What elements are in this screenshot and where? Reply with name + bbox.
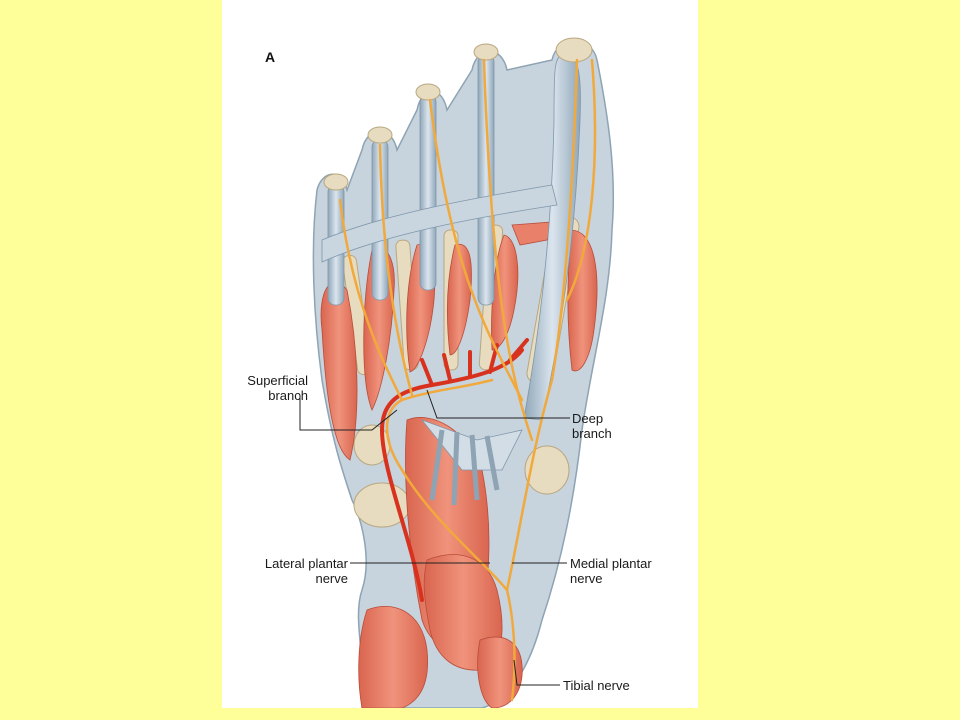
label-deep-branch-line2: branch bbox=[572, 426, 612, 441]
label-superficial-branch: Superficial branch bbox=[222, 373, 308, 403]
flexor-tendons bbox=[321, 54, 581, 506]
toe-tips bbox=[323, 37, 593, 191]
leader-tibial-nerve bbox=[513, 659, 560, 686]
label-medial-plantar-nerve: Medial plantar nerve bbox=[570, 556, 652, 586]
label-tibial-nerve: Tibial nerve bbox=[563, 678, 630, 693]
label-deep-branch: Deep branch bbox=[572, 411, 612, 441]
plantar-arteries bbox=[379, 338, 529, 602]
label-deep-branch-line1: Deep bbox=[572, 411, 604, 426]
leader-superficial-branch bbox=[299, 395, 398, 431]
panel-letter: A bbox=[265, 49, 276, 65]
label-lateral-plantar-nerve-line1: Lateral plantar bbox=[264, 556, 348, 571]
label-superficial-branch-line1: Superficial bbox=[247, 373, 308, 388]
leader-deep-branch bbox=[426, 389, 570, 419]
plantar-foot-illustration bbox=[299, 37, 615, 708]
leader-lines bbox=[299, 389, 570, 686]
label-lateral-plantar-nerve: Lateral plantar nerve bbox=[222, 556, 348, 586]
plantar-muscles bbox=[320, 221, 598, 708]
label-lateral-plantar-nerve-line2: nerve bbox=[315, 571, 348, 586]
navicular-bone bbox=[524, 445, 570, 495]
plantar-nerves bbox=[338, 58, 597, 702]
anatomy-figure-panel: A Superficial branch Deep branch Lateral… bbox=[222, 0, 698, 708]
label-superficial-branch-line2: branch bbox=[268, 388, 308, 403]
label-medial-plantar-nerve-line1: Medial plantar bbox=[570, 556, 652, 571]
label-medial-plantar-nerve-line2: nerve bbox=[570, 571, 603, 586]
